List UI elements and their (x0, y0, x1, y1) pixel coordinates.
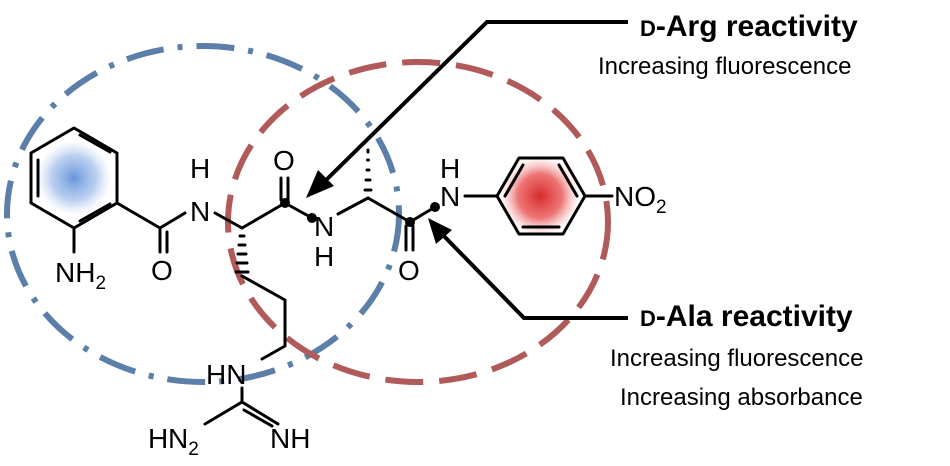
d-arg-fluorescence-line: Increasing fluorescence (598, 53, 851, 80)
atom-n-right: N (440, 181, 460, 212)
arg-alpha-to-carbonyl-bond (240, 201, 287, 230)
atom-nh2-label: NH2 (55, 257, 106, 294)
carbonyl-to-nh-bond (158, 211, 187, 230)
atom-h-right: H (440, 153, 460, 184)
d-ala-fluorescence-line: Increasing fluorescence (610, 345, 863, 372)
ala-alpha-hashed-wedge (363, 148, 373, 192)
ala-peptide-bond-dot-1 (405, 217, 415, 227)
d-ala-annotation: D-Ala reactivity Increasing fluorescence… (610, 300, 863, 411)
atom-o-bottom-left: O (151, 255, 173, 286)
d-arg-arrow (318, 20, 628, 188)
d-arg-arrowhead (306, 170, 334, 198)
guanidine-bond-2 (203, 400, 244, 426)
ala-peptide-bond-dot-2 (430, 202, 440, 212)
atom-guanidine-n2: N2 (168, 423, 199, 460)
nh-to-ala-alpha-bond (336, 196, 370, 216)
atom-o-bottom-right: O (398, 255, 420, 286)
atom-no2-label: NO2 (614, 181, 667, 218)
atom-guanidine-h: H (148, 423, 168, 454)
nh-to-arg-alpha-bond (213, 211, 244, 230)
d-ala-arrowhead (428, 218, 452, 244)
atom-labels: NH2 O H N O N H H N O NO2 HN H N2 NH (55, 145, 667, 460)
atom-o-top: O (273, 145, 295, 176)
d-ala-absorbance-line: Increasing absorbance (620, 384, 863, 411)
guanidine-double-b (242, 408, 274, 428)
d-ala-reactivity-title: D-Ala reactivity (640, 300, 853, 333)
guanidine-double-a (240, 400, 280, 426)
ring-to-carbonyl-bond (115, 201, 162, 230)
atom-n-middle: N (314, 211, 334, 242)
arg-peptide-bond-dot-1 (280, 198, 290, 208)
atom-guanidine-nh: NH (270, 423, 310, 454)
d-arg-annotation: D-Arg reactivity Increasing fluorescence (598, 10, 858, 80)
ala-alpha-to-carbonyl-bond (366, 196, 412, 224)
arg-peptide-bond-dot-2 (307, 213, 317, 223)
chromophore-glow-red (500, 156, 580, 236)
d-ala-region-ring (225, 59, 611, 385)
arg-peptide-bond-highlight (283, 201, 314, 220)
atom-h-left: H (190, 153, 210, 184)
d-ala-arrow (438, 230, 628, 320)
atom-h-middle: H (314, 241, 334, 272)
arg-side-chain-bonds (240, 274, 287, 361)
atom-guanidine-hn: HN (206, 359, 246, 390)
fluorophore-glow-blue (36, 140, 112, 216)
d-arg-reactivity-title: D-Arg reactivity (640, 10, 858, 43)
atom-n-left: N (190, 196, 210, 227)
arg-alpha-hashed-wedge (234, 234, 250, 274)
